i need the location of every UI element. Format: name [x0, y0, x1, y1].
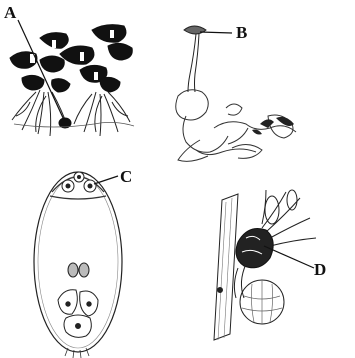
- panel-a-plant-cluster: [10, 25, 132, 92]
- panel-d-tube: [214, 194, 238, 340]
- label-b-leader: [200, 32, 232, 33]
- label-d: D: [314, 260, 326, 279]
- panel-c-polar-nuclei: [68, 263, 89, 277]
- panel-a-rhizoids: [12, 90, 130, 136]
- panel-b-gametophyte: [176, 90, 296, 162]
- panel-d-sphere: [240, 280, 284, 324]
- label-a: A: [4, 3, 17, 22]
- panel-b-sporophyte: [184, 26, 206, 92]
- label-c-leader: [94, 176, 118, 184]
- label-c: C: [120, 167, 132, 186]
- label-b: B: [236, 23, 247, 42]
- label-d-leader: [264, 246, 314, 268]
- panel-c-egg-apparatus: [58, 290, 98, 338]
